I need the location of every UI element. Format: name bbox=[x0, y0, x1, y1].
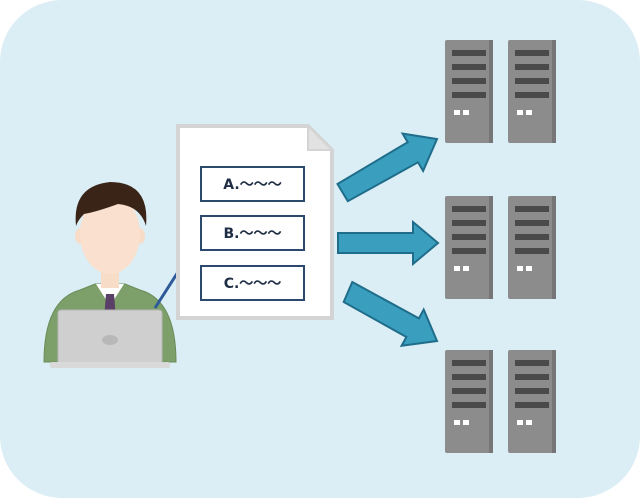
person-with-laptop-icon bbox=[43, 182, 177, 368]
server-icon bbox=[445, 350, 493, 453]
arrow-icon bbox=[336, 132, 439, 203]
task-item-c: C.〜〜〜 bbox=[200, 265, 305, 301]
server-icon bbox=[508, 350, 556, 453]
server-icon bbox=[445, 40, 493, 143]
arrow-icon bbox=[342, 280, 439, 348]
server-icon bbox=[508, 196, 556, 299]
task-item-b: B.〜〜〜 bbox=[200, 215, 305, 251]
server-icon bbox=[445, 196, 493, 299]
server-icon bbox=[508, 40, 556, 143]
task-item-a: A.〜〜〜 bbox=[200, 166, 305, 202]
arrow-icon bbox=[337, 219, 440, 267]
